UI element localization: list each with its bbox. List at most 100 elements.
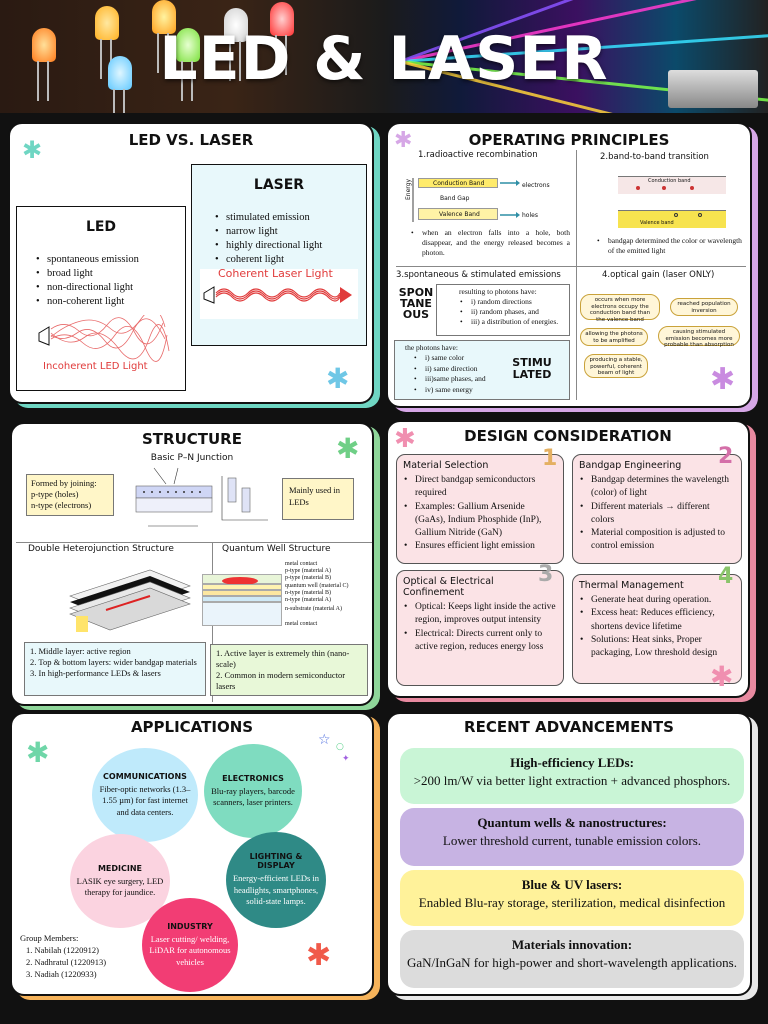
list-item: Different materials → different colors [579,501,735,528]
design-card-material: Material Selection Direct bandgap semico… [396,454,564,564]
applications-panel: APPLICATIONS ✱ ☆ ○ ✦ COMMUNICATIONS Fibe… [10,712,374,996]
member: 3. Nadiah (1220933) [26,969,97,979]
list-item: non-coherent light [35,295,139,309]
qw-title: Quantum Well Structure [222,544,331,554]
card-number: 1 [542,446,558,471]
list-item: i) same color [413,353,486,364]
app-heading: ELECTRONICS [222,773,284,783]
advancement-heading: Quantum wells & nanostructures: [477,815,667,830]
junction-title: Basic P–N Junction [150,453,234,463]
qw-layers: metal contact p-type (material A) p-type… [285,561,348,629]
layer-label: metal contact [285,561,318,567]
asterisk-icon: ✱ [710,660,734,693]
app-body: Blu-ray players, barcode scanners, laser… [211,785,295,807]
app-electronics: ELECTRONICS Blu-ray players, barcode sca… [204,744,302,838]
laser-device [668,70,758,108]
led-heading: LED [85,219,117,235]
list-item: Material composition is adjusted to cont… [579,527,735,554]
led-list: spontaneous emission broad light non-dir… [35,253,139,309]
asterisk-icon: ✱ [326,362,350,395]
advancements-title: RECENT ADVANCEMENTS [464,718,674,736]
laser-caption: Coherent Laser Light [218,267,333,280]
layer-label: quantum well (material C) [285,582,349,589]
app-heading: LIGHTING & DISPLAY [249,852,303,871]
page-title: LED & LASER [159,24,609,94]
list-item: iii)same phases, and [413,374,486,385]
dh-box: 1. Middle layer: active region 2. Top & … [24,642,206,696]
banner: LED & LASER [0,0,768,113]
app-heading: COMMUNICATIONS [103,771,187,781]
app-medicine: MEDICINE LASIK eye surgery, LED therapy … [70,834,170,928]
list-item: broad light [35,267,139,281]
card-list: Generate heat during operation. Excess h… [579,594,735,660]
list-item: stimulated emission [214,211,322,225]
electrons-label: electrons [522,182,550,189]
layer-label: n-type (material B) [285,589,331,596]
list-item: coherent light [214,253,322,267]
advancement-body: GaN/InGaN for high-power and short-wavel… [407,954,737,970]
advancements-panel: RECENT ADVANCEMENTS High-efficiency LEDs… [386,712,752,996]
stimulated-label: STIMU LATED [512,356,552,381]
q1-list: when an electron falls into a hole, both… [410,228,570,258]
quantum-well-diagram [202,560,292,632]
valence-band-label: Valence Band [439,211,480,218]
asterisk-icon: ✱ [336,432,360,465]
list-item: Solutions: Heat sinks, Proper packaging,… [579,634,735,661]
laser-heading: LASER [253,177,305,193]
advancement-body: >200 lm/W via better light extraction + … [413,772,731,788]
asterisk-icon: ✱ [26,736,50,769]
list-item: Excess heat: Reduces efficiency, shorten… [579,607,735,634]
layer-label: n-type (material A) [285,597,331,604]
pn-junction-diagram [135,467,268,527]
list-item: Bandgap determines the wavelength (color… [579,474,735,501]
card-list: Optical: Keeps light inside the active r… [403,601,557,654]
list-item: Direct bandgap semiconductors required [403,474,557,501]
double-heterojunction-diagram [69,569,191,632]
conduction-band-label: Conduction band [648,178,691,184]
list-item: Generate heat during operation. [579,594,735,608]
arrow-icon [412,178,520,222]
qw-box: 1. Active layer is extremely thin (nano-… [210,644,368,696]
list-item: 1. Middle layer: active region [30,646,131,656]
advancement-item: High-efficiency LEDs: >200 lm/W via bett… [400,748,744,804]
list-item: 1. Active layer is extremely thin (nano-… [216,648,350,669]
laser-illustration: Coherent Laser Light [200,267,358,319]
advancement-item: Blue & UV lasers: Enabled Blu-ray storag… [400,870,744,926]
laser-list: stimulated emission narrow light highly … [214,211,322,267]
list-item: 2. Top & bottom layers: wider bandgap ma… [30,657,197,667]
star-icon: ✦ [342,754,350,764]
advancement-item: Quantum wells & nanostructures: Lower th… [400,808,744,866]
flow-node: causing stimulated emission becomes more… [658,326,740,348]
q2-heading: 2.band-to-band transition [600,152,709,162]
asterisk-icon: ✱ [306,938,332,973]
app-body: Fiber-optic networks (1.3–1.55 µm) for f… [99,783,191,817]
card-heading: Material Selection [403,460,489,471]
asterisk-icon: ✱ [710,362,736,397]
operating-principles-panel: OPERATING PRINCIPLES ✱ 1.radioactive rec… [386,122,752,408]
formed-box: Formed by joining: p-type (holes) n-type… [26,474,114,516]
flow-node: occurs when more electrons occupy the co… [580,294,660,323]
app-heading: INDUSTRY [167,921,213,931]
applications-title: APPLICATIONS [130,718,254,736]
led-bulb-icon [32,28,56,101]
led-bulb-icon [108,56,132,113]
q4-heading: 4.optical gain (laser ONLY) [602,270,715,280]
laser-box: LASER stimulated emission narrow light h… [191,164,367,346]
formed-line: Formed by joining: [31,478,97,488]
flow-node: allowing the photons to be amplified [580,328,648,346]
conduction-band-label: Conduction Band [433,180,485,187]
list-item: Ensures efficient light emission [403,540,557,554]
card-heading: Optical & Electrical Confinement [403,576,494,598]
layer-label: metal contact [285,621,318,628]
structure-title: STRUCTURE [142,430,242,448]
led-bulb-icon [152,0,176,73]
led-vs-laser-panel: LED VS. LASER ✱ LASER stimulated emissio… [8,122,374,404]
led-bulb-icon [95,6,119,79]
app-heading: MEDICINE [97,863,143,873]
advancement-heading: High-efficiency LEDs: [510,755,634,770]
asterisk-icon: ✱ [394,424,416,454]
stimulated-list: i) same color ii) same direction iii)sam… [413,353,486,395]
stimulated-intro: the photons have: [405,343,458,352]
list-item: ii) same direction [413,364,486,375]
list-item: i) random directions [459,297,558,307]
